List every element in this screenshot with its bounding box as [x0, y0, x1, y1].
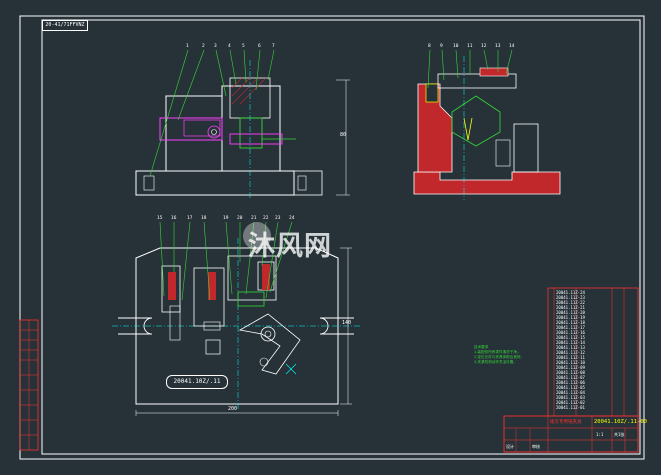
parts-row: 20041.11Z-03: [556, 395, 585, 400]
drawing-frame: [41, 19, 641, 455]
parts-list-table: [547, 287, 639, 417]
technical-notes: 技术要求 1.装配前所有零件清洗干净。 2.定位元件与夹具体配合良好。 3.夹紧…: [474, 345, 524, 365]
parts-row: 20041.11Z-12: [556, 350, 585, 355]
dimension-height: 80: [340, 132, 347, 138]
callout-7: 7: [272, 44, 275, 49]
callout-5: 5: [242, 44, 245, 49]
callout-21: 21: [251, 216, 257, 221]
callout-15: 15: [157, 216, 163, 221]
parts-row: 20041.11Z-05: [556, 385, 585, 390]
watermark-logo-icon: [243, 222, 271, 250]
callout-23: 23: [275, 216, 281, 221]
title-block-scale: 1:1: [596, 432, 604, 437]
title-block-designer: 设计: [506, 444, 514, 449]
parts-row: 20041.11Z-08: [556, 370, 585, 375]
parts-row: 20041.11Z-11: [556, 355, 585, 360]
callout-6: 6: [258, 44, 261, 49]
parts-row: 20041.11Z-10: [556, 360, 585, 365]
callout-24: 24: [289, 216, 295, 221]
title-block-name: 拨叉专用铣夹具: [550, 420, 582, 425]
sheet-border: [19, 15, 645, 460]
parts-row: 20041.11Z-02: [556, 400, 585, 405]
callout-18: 18: [201, 216, 207, 221]
parts-row: 20041.11Z-14: [556, 340, 585, 345]
parts-row: 20041.11Z-21: [556, 305, 585, 310]
parts-row: 20041.11Z-16: [556, 330, 585, 335]
dimension-plan-height: 140: [342, 320, 352, 326]
plan-view: [112, 221, 360, 416]
part-number-label: 20041.10Z/.11: [166, 375, 228, 389]
watermark-text: 沐风网: [248, 231, 332, 262]
notes-title: 技术要求: [474, 345, 489, 349]
parts-row: 20041.11Z-18: [556, 320, 585, 325]
callout-8: 8: [428, 44, 431, 49]
parts-row: 20041.11Z-07: [556, 375, 585, 380]
front-view: [135, 49, 350, 200]
title-block-sheet: 共1张: [614, 432, 625, 437]
parts-row: 20041.11Z-15: [556, 335, 585, 340]
parts-row: 20041.11Z-23: [556, 295, 585, 300]
callout-10: 10: [453, 44, 459, 49]
callout-13: 13: [495, 44, 501, 49]
parts-row: 20041.11Z-04: [556, 390, 585, 395]
callout-12: 12: [481, 44, 487, 49]
callout-22: 22: [263, 216, 269, 221]
parts-row: 20041.11Z-20: [556, 310, 585, 315]
callout-11: 11: [467, 44, 473, 49]
callout-1: 1: [186, 44, 189, 49]
dimension-plan-width: 200: [228, 406, 238, 412]
parts-row: 20041.11Z-22: [556, 300, 585, 305]
parts-row: 20041.11Z-01: [556, 405, 585, 410]
notes-line-3: 3.夹紧机构动作灵活可靠。: [474, 360, 517, 364]
side-section-view: [413, 49, 561, 200]
drawing-title-stamp: 20-41/71FFVNZ: [42, 20, 88, 31]
title-block-number: 20041.10Z/.11-00: [594, 419, 647, 425]
callout-3: 3: [214, 44, 217, 49]
parts-row: 20041.11Z-24: [556, 290, 585, 295]
notes-line-2: 2.定位元件与夹具体配合良好。: [474, 355, 525, 359]
parts-row: 20041.11Z-17: [556, 325, 585, 330]
callout-4: 4: [228, 44, 231, 49]
callout-2: 2: [202, 44, 205, 49]
title-block: [503, 415, 639, 453]
parts-row: 20041.11Z-13: [556, 345, 585, 350]
title-block-checker: 审核: [532, 444, 540, 449]
parts-row: 20041.11Z-06: [556, 380, 585, 385]
callout-16: 16: [171, 216, 177, 221]
callout-19: 19: [223, 216, 229, 221]
parts-row: 20041.11Z-19: [556, 315, 585, 320]
callout-17: 17: [187, 216, 193, 221]
parts-row: 20041.11Z-09: [556, 365, 585, 370]
callout-9: 9: [440, 44, 443, 49]
callout-20: 20: [237, 216, 243, 221]
notes-line-1: 1.装配前所有零件清洗干净。: [474, 350, 521, 354]
callout-14: 14: [509, 44, 515, 49]
